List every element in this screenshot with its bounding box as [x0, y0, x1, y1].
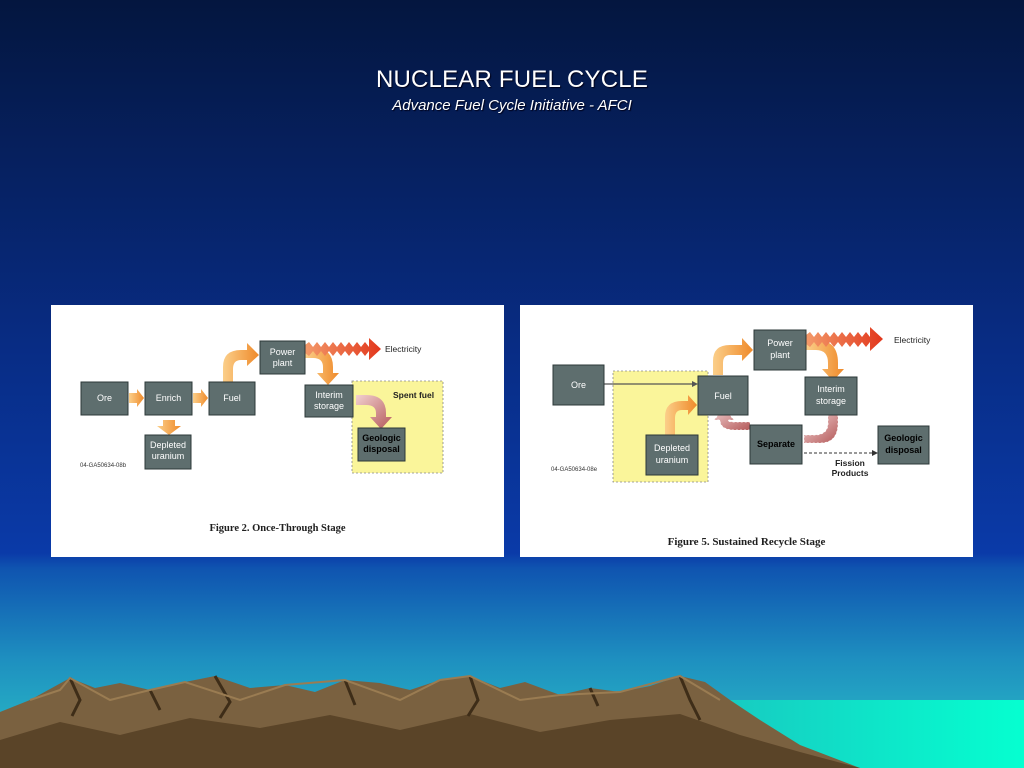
node-fuel: Fuel [697, 375, 749, 416]
figure-caption: Figure 5. Sustained Recycle Stage [667, 536, 826, 548]
node-interim-storage: Interim storage [304, 384, 354, 418]
svg-text:Separate: Separate [757, 439, 795, 449]
once-through-diagram: Ore Enrich Fuel Depleted uranium Power p… [80, 338, 444, 474]
node-depleted-uranium: Depleted uranium [144, 434, 192, 470]
node-depleted-uranium: Depleted uranium [645, 434, 699, 476]
figure-caption: Figure 2. Once-Through Stage [209, 523, 346, 534]
svg-text:Geologic: Geologic [362, 433, 401, 443]
node-fuel: Fuel [208, 381, 256, 416]
svg-text:Fuel: Fuel [714, 391, 732, 401]
svg-text:uranium: uranium [656, 455, 689, 465]
svg-text:Ore: Ore [97, 393, 112, 403]
figure-once-through: Ore Enrich Fuel Depleted uranium Power p… [51, 305, 504, 557]
node-geologic-disposal: Geologic disposal [357, 427, 406, 462]
svg-text:disposal: disposal [363, 444, 400, 454]
svg-text:Geologic: Geologic [884, 433, 923, 443]
svg-text:storage: storage [314, 401, 344, 411]
page-subtitle: Advance Fuel Cycle Initiative - AFCI [392, 97, 632, 114]
spent-fuel-label: Spent fuel [393, 390, 434, 400]
svg-text:plant: plant [273, 358, 293, 368]
svg-text:Depleted: Depleted [150, 440, 186, 450]
arrow-interim-to-separate [803, 414, 839, 444]
arrow-ore-to-enrich [129, 389, 144, 407]
node-power-plant: Power plant [753, 329, 807, 371]
electricity-label: Electricity [894, 335, 931, 345]
arrow-fuel-to-power [223, 343, 259, 382]
svg-text:disposal: disposal [885, 445, 922, 455]
sustained-recycle-diagram: Ore Fuel Depleted uranium Power plant In… [551, 327, 931, 483]
fission-products-label-2: Products [832, 468, 869, 478]
figure-code: 04-GA50634-08b [80, 463, 127, 469]
node-separate: Separate [749, 424, 803, 465]
node-power-plant: Power plant [259, 340, 306, 375]
svg-text:uranium: uranium [152, 451, 185, 461]
mountain-highlight [29, 674, 721, 702]
svg-text:Interim: Interim [315, 390, 343, 400]
svg-text:Power: Power [767, 338, 793, 348]
arrow-ore-to-fuel-head [692, 381, 698, 387]
figure-code: 04-GA50634-08e [551, 467, 598, 473]
mountain-ridges [68, 675, 702, 721]
arrow-depleted-to-fuel [665, 395, 697, 435]
mountain-shadow [0, 714, 860, 768]
arrow-fuel-to-power [713, 338, 753, 375]
arrow-separate-to-geologic-head [872, 450, 878, 456]
svg-text:storage: storage [816, 396, 846, 406]
node-interim-storage: Interim storage [804, 376, 858, 416]
svg-text:Fuel: Fuel [223, 393, 241, 403]
arrow-power-to-interim [305, 348, 339, 385]
svg-text:plant: plant [770, 350, 790, 360]
page-title: NUCLEAR FUEL CYCLE [375, 66, 649, 93]
svg-text:Enrich: Enrich [156, 393, 182, 403]
figure-sustained-recycle: Ore Fuel Depleted uranium Power plant In… [520, 305, 973, 557]
node-geologic-disposal: Geologic disposal [877, 425, 930, 465]
arrow-enrich-to-depleted [157, 420, 181, 435]
arrow-enrich-to-fuel [193, 389, 208, 407]
node-enrich: Enrich [144, 381, 193, 416]
fission-products-label: Fission [835, 458, 865, 468]
node-ore: Ore [552, 364, 605, 406]
arrow-power-to-interim [806, 340, 844, 381]
electricity-arrow [806, 327, 883, 351]
svg-text:Interim: Interim [817, 384, 845, 394]
electricity-label: Electricity [385, 344, 422, 354]
svg-text:Power: Power [270, 347, 296, 357]
electricity-arrow [305, 338, 381, 360]
arrow-interim-to-geologic [356, 395, 392, 429]
svg-text:Depleted: Depleted [654, 443, 690, 453]
node-ore: Ore [80, 381, 129, 416]
svg-text:Ore: Ore [571, 380, 586, 390]
